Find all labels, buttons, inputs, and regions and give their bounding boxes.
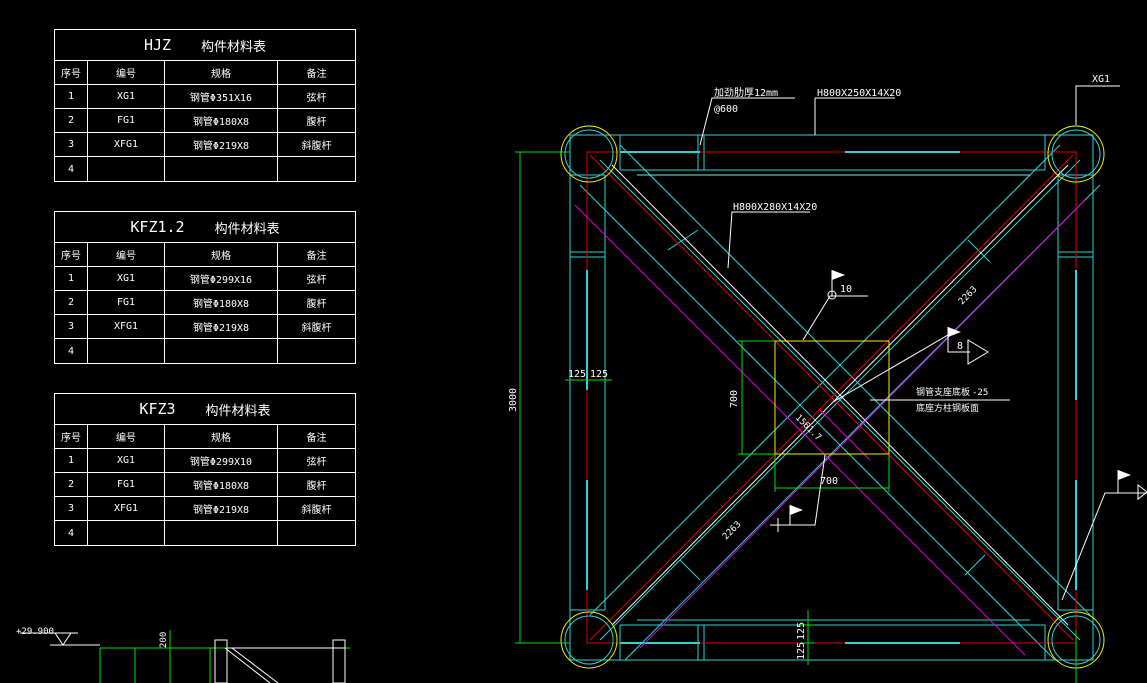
dim-125-d: 125 <box>796 622 807 640</box>
dim-2263-lower: 2263 <box>721 520 743 542</box>
table-row: 4 <box>55 521 355 545</box>
diag-beam-label: H800X280X14X20 <box>733 202 817 213</box>
dim-2263-upper: 2263 <box>957 285 979 307</box>
top-beam-label: H800X250X14X20 <box>817 88 901 99</box>
dim-700-vertical: 700 <box>729 390 740 408</box>
dim-700-horizontal: 700 <box>820 476 838 487</box>
table-header-row: 序号 编号 规格 备注 <box>55 243 355 267</box>
leader-lines <box>20 85 1147 683</box>
dim-200: 200 <box>159 632 169 648</box>
table-header-row: 序号 编号 规格 备注 <box>55 61 355 85</box>
diagonal-dimensions <box>574 199 1086 656</box>
table-row: 4 <box>55 339 355 363</box>
section-tags <box>827 290 1147 501</box>
dim-3000: 3000 <box>508 388 519 412</box>
center-base-plate <box>774 340 890 455</box>
table-title: KFZ1.2 构件材料表 <box>55 212 355 243</box>
tag-10-label: 10 <box>840 284 852 295</box>
stiffener-label: 加劲肋厚12mm <box>714 86 778 99</box>
dim-125-c: 125 <box>796 642 807 660</box>
centerline-gaps <box>586 151 1077 644</box>
table-title: HJZ 构件材料表 <box>55 30 355 61</box>
note-column-plate: 底座方柱钢板面 <box>916 402 979 414</box>
tag-8-label: 8 <box>957 341 963 352</box>
centerlines <box>586 151 1077 644</box>
frame-outline <box>569 134 1101 661</box>
note-base-plate-value: -25 <box>972 388 988 398</box>
table-title: KFZ3 构件材料表 <box>55 394 355 425</box>
section-flags <box>790 270 1131 515</box>
beam-web-lines <box>611 164 1069 626</box>
xg1-label: XG1 <box>1092 74 1110 85</box>
note-base-plate: 钢管支座底板 <box>916 386 970 398</box>
dim-125-a: 125 <box>568 369 586 380</box>
stiffener-spacing-label: @600 <box>714 104 738 115</box>
elevation-label: +29.900 <box>16 627 54 637</box>
table-header-row: 序号 编号 规格 备注 <box>55 425 355 449</box>
table-row: 4 <box>55 157 355 181</box>
dim-125-b: 125 <box>590 369 608 380</box>
dimension-lines <box>99 151 1077 683</box>
